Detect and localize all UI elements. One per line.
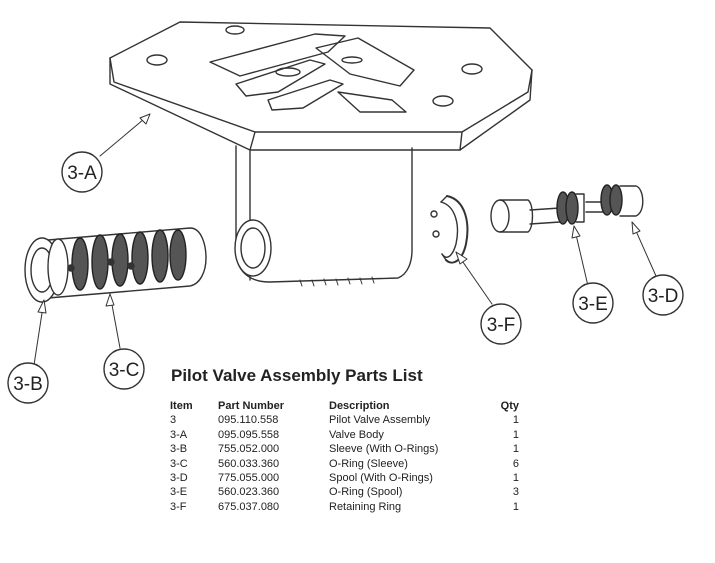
valve-body-part (109, 21, 533, 287)
table-row: 3-B 755.052.000 Sleeve (With O-Rings) 1 (170, 442, 519, 456)
svg-text:3-A: 3-A (67, 163, 97, 184)
cell-item: 3-B (170, 443, 188, 456)
cell-qty: 1 (512, 443, 519, 456)
cell-part-number: 560.033.360 (218, 457, 280, 470)
cell-qty: 1 (512, 472, 519, 485)
header-qty: Qty (500, 400, 519, 412)
cell-description: Valve Body (329, 428, 384, 441)
callout-3-b: 3-B (7, 362, 49, 404)
spool-part (490, 184, 644, 233)
table-row: 3-C 560.033.360 O-Ring (Sleeve) 6 (170, 457, 519, 471)
cell-description: O-Ring (Spool) (329, 486, 403, 499)
table-row: 3-D 775.055.000 Spool (With O-Rings) 1 (170, 471, 519, 485)
callout-3-a: 3-A (61, 151, 103, 193)
svg-text:3-E: 3-E (578, 294, 608, 315)
cell-qty: 1 (512, 500, 519, 513)
cell-item: 3-C (170, 457, 188, 470)
callout-3-e: 3-E (572, 282, 614, 324)
cell-qty: 3 (512, 486, 519, 499)
cell-description: Sleeve (With O-Rings) (329, 443, 439, 456)
header-part-number: Part Number (218, 400, 285, 412)
table-row: 3-F 675.037.080 Retaining Ring 1 (170, 500, 519, 514)
cell-description: Pilot Valve Assembly (329, 414, 431, 427)
cell-description: Spool (With O-Rings) (329, 472, 433, 485)
cell-item: 3-D (170, 472, 188, 485)
cell-part-number: 095.095.558 (218, 428, 280, 441)
cell-description: O-Ring (Sleeve) (329, 457, 408, 470)
table-row: 3-E 560.023.360 O-Ring (Spool) 3 (170, 485, 519, 499)
parts-list-table: Item Part Number Description Qty 3 095.1… (170, 399, 519, 514)
callout-3-f: 3-F (480, 303, 522, 345)
table-header-row: Item Part Number Description Qty (170, 399, 519, 413)
cell-part-number: 675.037.080 (218, 500, 280, 513)
cell-qty: 6 (512, 457, 519, 470)
table-row: 3-A 095.095.558 Valve Body 1 (170, 428, 519, 442)
svg-text:3-C: 3-C (109, 360, 140, 381)
table-row: 3 095.110.558 Pilot Valve Assembly 1 (170, 413, 519, 427)
callout-3-c: 3-C (103, 348, 145, 390)
cell-qty: 1 (512, 414, 519, 427)
cell-item: 3-A (170, 428, 188, 441)
header-description: Description (329, 400, 390, 412)
cell-item: 3-E (170, 486, 188, 499)
cell-item: 3 (170, 414, 177, 427)
cell-part-number: 560.023.360 (218, 486, 280, 499)
cell-part-number: 775.055.000 (218, 472, 280, 485)
cell-part-number: 095.110.558 (218, 414, 279, 427)
svg-text:3-F: 3-F (487, 315, 516, 336)
parts-list-title: Pilot Valve Assembly Parts List (171, 366, 423, 385)
cell-qty: 1 (512, 428, 519, 441)
cell-description: Retaining Ring (329, 500, 402, 513)
svg-text:3-D: 3-D (648, 286, 679, 307)
cell-item: 3-F (170, 500, 187, 513)
header-item: Item (170, 400, 193, 412)
cell-part-number: 755.052.000 (218, 443, 280, 456)
callout-3-d: 3-D (642, 274, 684, 316)
sleeve-part (24, 227, 207, 303)
svg-text:3-B: 3-B (13, 374, 43, 395)
retaining-ring-part (430, 195, 469, 264)
leader-lines (33, 113, 657, 366)
